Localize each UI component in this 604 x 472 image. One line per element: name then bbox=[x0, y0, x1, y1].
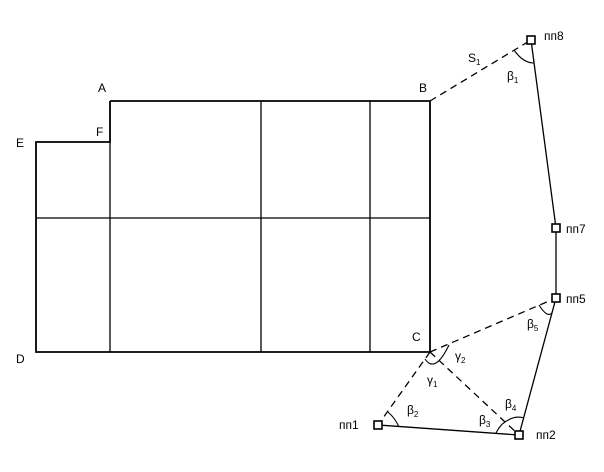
tie-line-b-pp8 bbox=[429, 39, 532, 102]
label-side-s1: S1 bbox=[468, 51, 481, 67]
tie-line-c-pp1 bbox=[377, 351, 431, 426]
angle-labels: S1 β1 γ2 γ1 β2 β3 β4 β5 bbox=[407, 51, 539, 429]
traverse-pp8-pp7 bbox=[530, 39, 557, 229]
label-angle-beta3: β3 bbox=[479, 413, 491, 429]
station-pp8-marker bbox=[526, 35, 536, 45]
station-pp1-marker bbox=[373, 420, 383, 430]
label-point-a: A bbox=[98, 81, 106, 95]
tie-line-c-pp2 bbox=[429, 351, 520, 436]
label-angle-gamma2: γ2 bbox=[455, 349, 466, 365]
station-pp7-marker bbox=[551, 223, 561, 233]
angle-arcs bbox=[387, 49, 553, 434]
label-angle-beta1: β1 bbox=[507, 69, 519, 85]
arc-gamma bbox=[424, 344, 450, 365]
label-station-pp5: пп5 bbox=[566, 292, 586, 306]
label-point-f: F bbox=[96, 125, 103, 139]
label-station-pp7: пп7 bbox=[566, 222, 586, 236]
label-angle-beta2: β2 bbox=[407, 403, 419, 419]
station-labels: пп8 пп7 пп5 пп2 пп1 bbox=[339, 29, 586, 442]
label-point-d: D bbox=[16, 352, 25, 366]
traverse bbox=[377, 39, 557, 436]
label-point-e: E bbox=[16, 136, 24, 150]
point-labels: A B C D E F bbox=[16, 81, 427, 366]
arc-beta2 bbox=[387, 411, 400, 428]
label-angle-gamma1: γ1 bbox=[427, 373, 438, 389]
label-point-b: B bbox=[419, 81, 427, 95]
arc-beta3 bbox=[495, 421, 506, 434]
label-point-c: C bbox=[412, 330, 421, 344]
station-pp5-marker bbox=[551, 293, 561, 303]
arc-beta4 bbox=[504, 416, 525, 423]
label-angle-beta5: β5 bbox=[527, 317, 539, 333]
station-pp2-marker bbox=[514, 430, 524, 440]
arc-beta1 bbox=[513, 49, 535, 64]
stations bbox=[373, 35, 561, 440]
label-station-pp1: пп1 bbox=[339, 418, 359, 432]
traverse-pp5-pp2 bbox=[518, 297, 557, 436]
label-station-pp2: пп2 bbox=[536, 428, 556, 442]
traverse-pp1-pp2 bbox=[377, 424, 520, 436]
label-angle-beta4: β4 bbox=[505, 397, 517, 413]
tie-line-c-pp5 bbox=[429, 297, 557, 353]
arc-beta5 bbox=[538, 304, 553, 315]
label-station-pp8: пп8 bbox=[544, 29, 564, 43]
